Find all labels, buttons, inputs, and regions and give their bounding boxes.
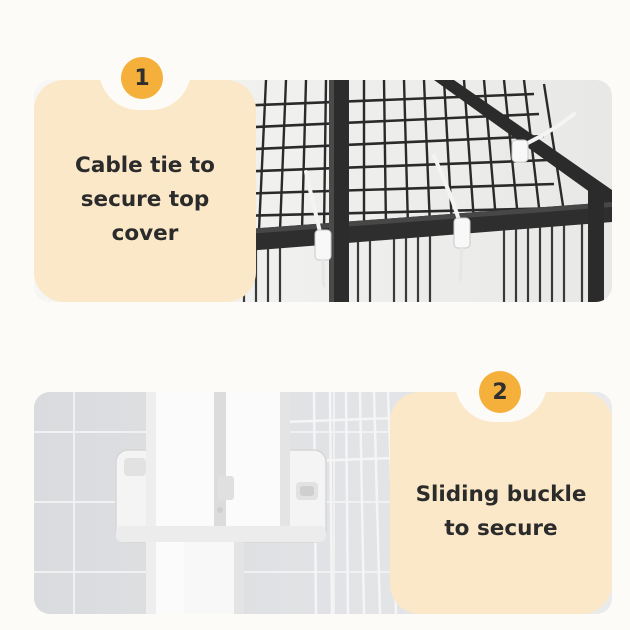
caption-card-step-1: Cable tie to secure top cover	[34, 70, 256, 302]
step-number-badge-1: 1	[121, 57, 163, 99]
caption-text-step-1: Cable tie to secure top cover	[34, 149, 256, 251]
caption-card-step-2: Sliding buckle to secure	[390, 382, 612, 614]
caption-line: Cable tie to	[75, 153, 215, 178]
caption-line: secure top cover	[80, 187, 210, 246]
step-number-badge-2: 2	[479, 371, 521, 413]
caption-line: to secure	[444, 516, 558, 541]
caption-text-step-2: Sliding buckle to secure	[402, 478, 601, 546]
caption-line: Sliding buckle	[415, 482, 587, 507]
